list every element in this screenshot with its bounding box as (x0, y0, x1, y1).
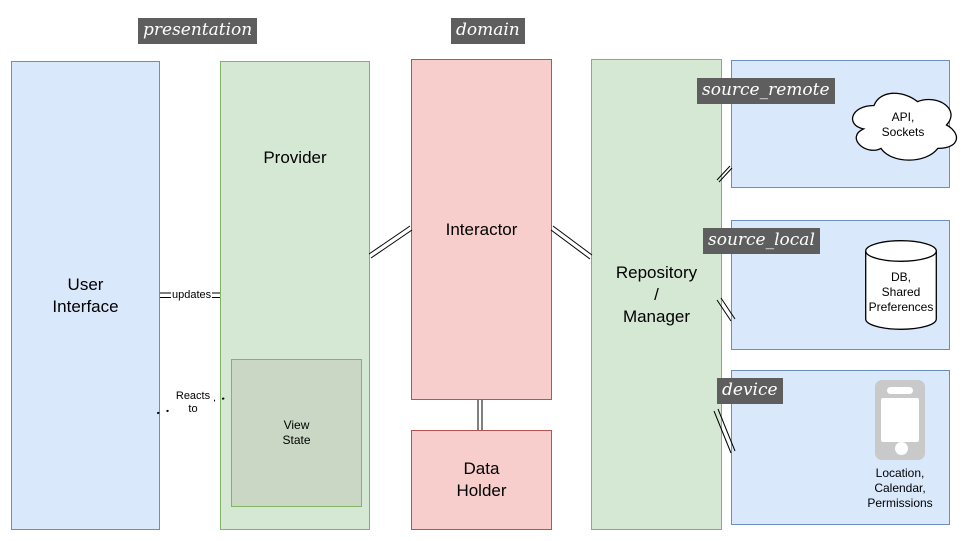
cylinder-body (865, 251, 937, 330)
smartphone-icon (875, 380, 925, 460)
cylinder-top (865, 240, 937, 262)
presentation-layer-badge: presentation (138, 18, 258, 44)
source-local-badge: source_local (703, 228, 820, 254)
reacts-to-edge-label: Reacts to (172, 390, 214, 416)
api-sockets-caption: API, Sockets (881, 110, 925, 139)
domain-layer-badge: domain (451, 18, 525, 44)
database-cylinder-icon (865, 240, 937, 330)
phone-home-button (895, 442, 908, 455)
updates-edge-label: updates (171, 289, 213, 302)
device-capabilities-caption: Location, Calendar, Permissions (867, 466, 933, 510)
edge-provider-interactor (368, 225, 413, 259)
edge-interactor-data-holder (477, 400, 483, 430)
source-remote-badge: source_remote (697, 78, 835, 104)
repository-manager-node: Repository / Manager (591, 59, 722, 530)
view-state-node: View State (231, 359, 362, 507)
provider-label: Provider (263, 147, 327, 167)
data-holder-node: Data Holder (411, 430, 552, 530)
edge-interactor-repository (550, 225, 593, 260)
device-badge: device (717, 378, 783, 404)
cloud-icon (851, 92, 957, 161)
phone-screen (881, 398, 919, 442)
cloud-shape (851, 92, 957, 161)
user-interface-node: User Interface (11, 61, 160, 530)
interactor-node: Interactor (411, 59, 552, 400)
phone-speaker (887, 387, 913, 394)
db-shared-preferences-caption: DB, Shared Preferences (868, 270, 934, 314)
